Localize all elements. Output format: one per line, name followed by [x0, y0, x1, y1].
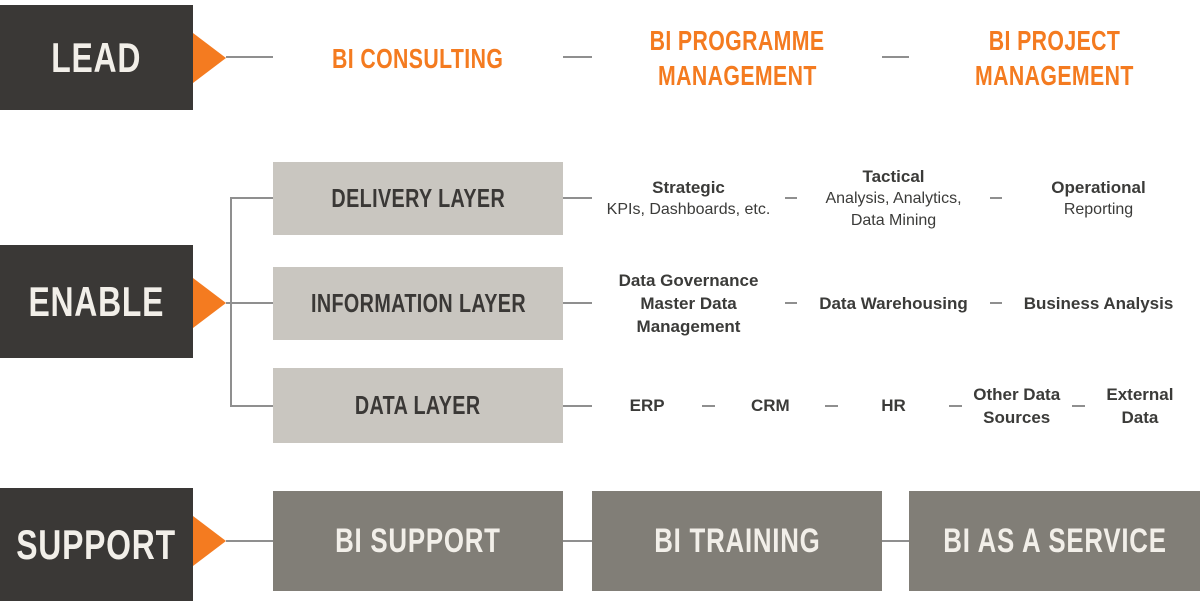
data-layer-row: ERP CRM HR Other Data Sources External D… — [592, 368, 1196, 443]
lead-connector-line — [226, 56, 926, 58]
box-other-data-sources: Other Data Sources — [961, 368, 1072, 443]
box-bi-as-a-service: BI AS A SERVICE — [909, 491, 1200, 591]
delivery-layer-label: DELIVERY LAYER — [331, 183, 505, 213]
lead-arrow-icon — [193, 33, 226, 83]
box-erp: ERP — [592, 368, 703, 443]
bi-training-label: BI TRAINING — [653, 521, 821, 560]
other-data-line1: Other Data — [973, 384, 1061, 404]
external-data-line2: Data — [1121, 407, 1159, 427]
data-layer-label-box: DATA LAYER — [273, 368, 563, 443]
box-business-analysis: Business Analysis — [1002, 267, 1195, 340]
box-bi-support: BI SUPPORT — [273, 491, 563, 591]
bi-support-label: BI SUPPORT — [335, 521, 501, 560]
data-governance-line1: Data Governance — [618, 271, 759, 290]
external-data-line1: External — [1106, 384, 1174, 404]
data-governance-line2: Master Data — [640, 294, 737, 313]
box-strategic: Strategic KPIs, Dashboards, etc. — [592, 162, 785, 235]
delivery-layer-row: Strategic KPIs, Dashboards, etc. Tactica… — [592, 162, 1195, 235]
tactical-sub1: Analysis, Analytics, — [825, 190, 962, 207]
support-label-box: SUPPORT — [0, 488, 193, 601]
bi-project-line2: MANAGEMENT — [975, 60, 1134, 91]
box-hr: HR — [838, 368, 949, 443]
information-layer-label-box: INFORMATION LAYER — [273, 267, 563, 340]
box-crm: CRM — [715, 368, 826, 443]
box-data-warehousing: Data Warehousing — [797, 267, 990, 340]
bi-project-line1: BI PROJECT — [988, 25, 1121, 56]
box-bi-project-management: BI PROJECT MANAGEMENT — [909, 13, 1200, 103]
box-bi-training: BI TRAINING — [592, 491, 882, 591]
enable-arrow-icon — [193, 278, 226, 328]
enable-trunk-line — [230, 197, 232, 407]
business-analysis-label: Business Analysis — [1023, 294, 1174, 313]
box-tactical: Tactical Analysis, Analytics, Data Minin… — [797, 162, 990, 235]
bi-consulting-label: BI CONSULTING — [332, 42, 504, 74]
box-bi-consulting: BI CONSULTING — [273, 13, 563, 103]
data-warehousing-label: Data Warehousing — [819, 294, 968, 313]
support-label: SUPPORT — [16, 520, 177, 568]
bi-as-a-service-label: BI AS A SERVICE — [942, 521, 1167, 560]
box-operational: Operational Reporting — [1002, 162, 1195, 235]
strategic-sub: KPIs, Dashboards, etc. — [606, 201, 771, 218]
enable-label-box: ENABLE — [0, 245, 193, 358]
strategic-title: Strategic — [652, 178, 725, 197]
tactical-sub2: Data Mining — [850, 212, 937, 229]
tactical-title: Tactical — [862, 167, 925, 186]
bi-programme-line2: MANAGEMENT — [657, 60, 817, 91]
box-bi-programme-management: BI PROGRAMME MANAGEMENT — [592, 13, 882, 103]
box-external-data: External Data — [1084, 368, 1196, 443]
lead-label-box: LEAD — [0, 5, 193, 110]
delivery-layer-label-box: DELIVERY LAYER — [273, 162, 563, 235]
crm-label: CRM — [750, 396, 790, 415]
bi-programme-line1: BI PROGRAMME — [649, 25, 825, 56]
data-layer-label: DATA LAYER — [355, 390, 481, 420]
hr-label: HR — [881, 396, 906, 415]
support-arrow-icon — [193, 516, 226, 566]
box-data-governance: Data Governance Master Data Management — [592, 267, 785, 340]
erp-label: ERP — [629, 396, 665, 415]
enable-label: ENABLE — [28, 277, 165, 325]
other-data-line2: Sources — [983, 407, 1051, 427]
information-layer-row: Data Governance Master Data Management D… — [592, 267, 1195, 340]
operational-title: Operational — [1051, 178, 1146, 197]
support-connector-line — [226, 540, 926, 542]
lead-label: LEAD — [51, 33, 142, 81]
operational-sub: Reporting — [1063, 201, 1134, 218]
data-governance-line3: Management — [636, 317, 741, 336]
information-layer-label: INFORMATION LAYER — [310, 288, 526, 318]
